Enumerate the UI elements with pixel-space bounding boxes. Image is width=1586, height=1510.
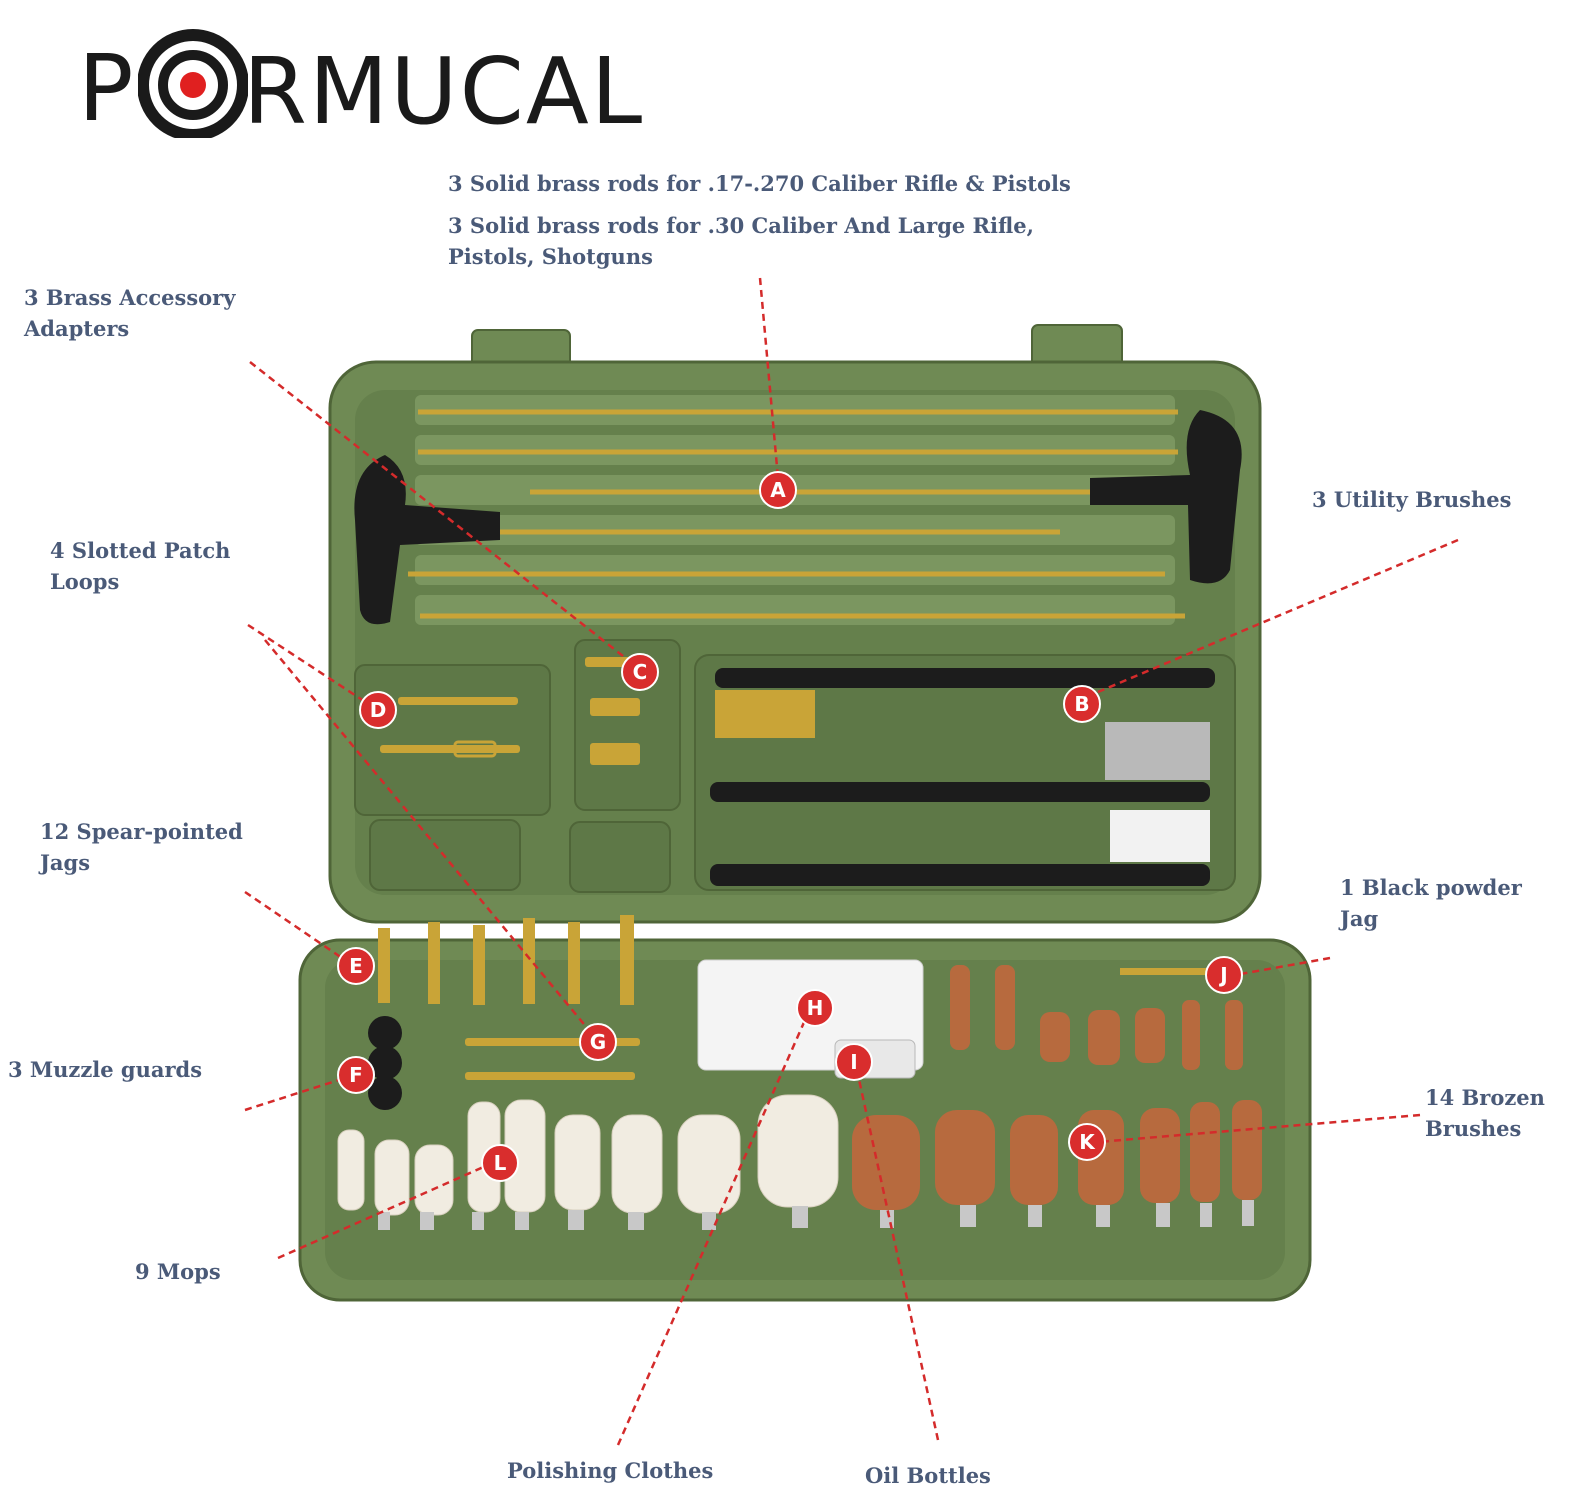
svg-text:L: L: [494, 1151, 507, 1175]
label-muzzle-guards: 3 Muzzle guards: [8, 1057, 203, 1082]
patch-loop-tray: [354, 664, 551, 816]
svg-text:I: I: [850, 1050, 857, 1074]
label-adapters: 3 Brass Accessory Adapters: [24, 285, 236, 341]
utility-brushes: [710, 668, 1215, 886]
badge-f: F: [337, 1056, 375, 1094]
logo-p-text: P: [78, 35, 133, 138]
badge-e: E: [337, 947, 375, 985]
logo-p-letter: P: [78, 35, 133, 138]
brass-rods: [408, 409, 1185, 619]
label-oil-bottles: Oil Bottles: [865, 1463, 991, 1488]
svg-text:F: F: [349, 1063, 363, 1087]
badge-d: D: [359, 691, 397, 729]
cotton-mops: [337, 1094, 839, 1216]
utility-brush-tray: [694, 654, 1236, 891]
badge-a: A: [759, 471, 797, 509]
target-icon: [138, 29, 248, 138]
svg-text:K: K: [1079, 1130, 1096, 1154]
leader-lines: [244, 277, 1459, 1446]
svg-text:A: A: [770, 478, 786, 502]
svg-text:B: B: [1074, 692, 1089, 716]
adapters: [585, 657, 640, 765]
svg-text:C: C: [633, 660, 648, 684]
label-rods-small: 3 Solid brass rods for .17-.270 Caliber …: [448, 171, 1071, 196]
badge-h: H: [796, 989, 834, 1027]
large-bronze-brushes: [852, 1100, 1262, 1210]
badge-j: J: [1205, 956, 1243, 994]
badge-i: I: [835, 1043, 873, 1081]
svg-text:H: H: [807, 996, 824, 1020]
label-black-powder-jag: 1 Black powder Jag: [1340, 875, 1522, 931]
label-polishing-clothes: Polishing Clothes: [507, 1458, 714, 1483]
brush-ferrules: [378, 1200, 1254, 1230]
brand-name: RMUCAL: [243, 38, 645, 145]
badge-g: G: [579, 1023, 617, 1061]
svg-text:G: G: [590, 1030, 606, 1054]
label-patch-loops: 4 Slotted Patch Loops: [50, 538, 231, 594]
svg-text:J: J: [1218, 963, 1227, 987]
badge-l: L: [481, 1144, 519, 1182]
label-mops: 9 Mops: [135, 1259, 221, 1284]
t-handle-right: [1090, 410, 1242, 584]
patch-loops: [380, 697, 520, 758]
badge-b: B: [1063, 685, 1101, 723]
badge-k: K: [1068, 1123, 1106, 1161]
spear-jags: [378, 915, 634, 1005]
label-jags: 12 Spear-pointed Jags: [40, 819, 243, 875]
svg-text:D: D: [370, 698, 387, 722]
label-bronze-brushes: 14 Brozen Brushes: [1425, 1085, 1545, 1141]
badge-c: C: [621, 653, 659, 691]
label-rods-large: 3 Solid brass rods for .30 Caliber And L…: [448, 213, 1034, 269]
black-powder-jag: [1120, 968, 1210, 975]
badge-markers: A B C D E F G H I J K L: [337, 471, 1243, 1182]
t-handle-left: [354, 455, 500, 625]
label-utility-brushes: 3 Utility Brushes: [1312, 487, 1512, 512]
small-bronze-brushes: [950, 965, 1243, 1070]
svg-text:E: E: [349, 954, 363, 978]
muzzle-guards: [368, 1016, 402, 1110]
